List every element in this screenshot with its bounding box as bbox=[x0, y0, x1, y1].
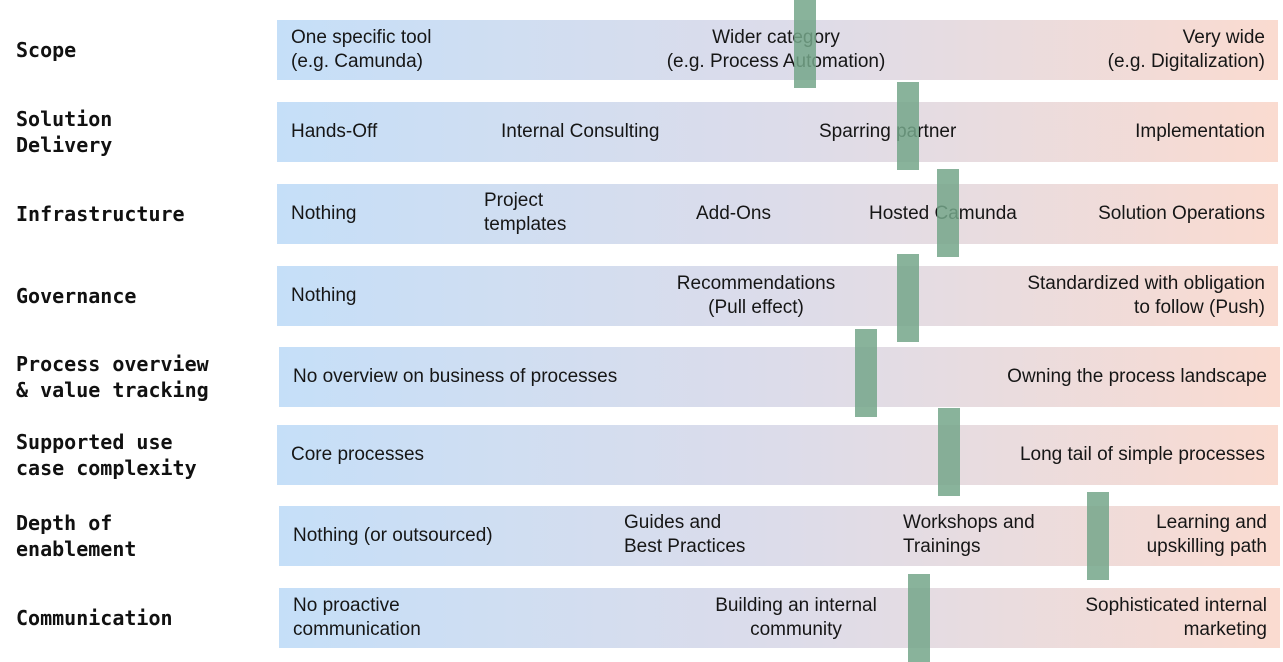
governance-position-marker bbox=[897, 254, 919, 342]
row-label-infrastructure: Infrastructure bbox=[16, 202, 185, 226]
solution-delivery-option-1: Hands-Off bbox=[291, 121, 378, 142]
governance-option-3: Standardized with obligation to follow (… bbox=[1027, 273, 1265, 318]
depth-of-enablement-scale-bar bbox=[279, 506, 1280, 566]
row-label-scope: Scope bbox=[16, 38, 77, 62]
row-label-governance: Governance bbox=[16, 284, 137, 308]
solution-delivery-option-2: Internal Consulting bbox=[501, 121, 660, 142]
communication-option-2: Building an internal community bbox=[715, 595, 877, 640]
governance-option-2: Recommendations (Pull effect) bbox=[676, 273, 836, 318]
depth-of-enablement-option-4: Learning and upskilling path bbox=[1146, 512, 1267, 557]
use-case-complexity-scale-bar bbox=[277, 425, 1278, 485]
depth-of-enablement-option-2: Guides and Best Practices bbox=[624, 512, 746, 557]
infrastructure-scale-bar bbox=[277, 184, 1278, 244]
infrastructure-option-5: Solution Operations bbox=[1098, 203, 1265, 224]
use-case-complexity-option-2: Long tail of simple processes bbox=[1019, 444, 1265, 465]
process-overview-option-2: Owning the process landscape bbox=[1007, 366, 1267, 387]
scope-option-2: Wider category (e.g. Process Automation) bbox=[666, 27, 886, 72]
infrastructure-option-2: Project templates bbox=[484, 190, 567, 235]
depth-of-enablement-option-1: Nothing (or outsourced) bbox=[293, 525, 493, 546]
scope-position-marker bbox=[794, 0, 816, 88]
scope-option-3: Very wide (e.g. Digitalization) bbox=[1107, 27, 1265, 72]
solution-delivery-option-4: Implementation bbox=[1135, 121, 1265, 142]
communication-option-3: Sophisticated internal marketing bbox=[1085, 595, 1267, 640]
governance-scale-bar bbox=[277, 266, 1278, 326]
row-label-solution-delivery: Solution Delivery bbox=[16, 107, 113, 157]
depth-of-enablement-option-3: Workshops and Trainings bbox=[903, 512, 1035, 557]
use-case-complexity-option-1: Core processes bbox=[291, 444, 425, 465]
communication-option-1: No proactive communication bbox=[293, 595, 421, 640]
communication-position-marker bbox=[908, 574, 930, 662]
infrastructure-option-3: Add-Ons bbox=[696, 203, 771, 224]
use-case-complexity-position-marker bbox=[938, 408, 960, 496]
row-label-communication: Communication bbox=[16, 606, 173, 630]
scope-scale-bar bbox=[277, 20, 1278, 80]
depth-of-enablement-position-marker bbox=[1087, 492, 1109, 580]
row-label-process-overview: Process overview & value tracking bbox=[16, 352, 209, 402]
row-label-use-case-complexity: Supported use case complexity bbox=[16, 430, 197, 480]
solution-delivery-option-3: Sparring partner bbox=[819, 121, 957, 142]
solution-delivery-position-marker bbox=[897, 82, 919, 170]
scope-option-1: One specific tool (e.g. Camunda) bbox=[291, 27, 432, 72]
communication-scale-bar bbox=[279, 588, 1280, 648]
row-label-depth-of-enablement: Depth of enablement bbox=[16, 511, 137, 561]
infrastructure-option-1: Nothing bbox=[291, 203, 357, 224]
infrastructure-position-marker bbox=[937, 169, 959, 257]
process-overview-option-1: No overview on business of processes bbox=[293, 366, 618, 387]
process-overview-position-marker bbox=[855, 329, 877, 417]
solution-delivery-scale-bar bbox=[277, 102, 1278, 162]
process-overview-scale-bar bbox=[279, 347, 1280, 407]
governance-option-1: Nothing bbox=[291, 285, 357, 306]
